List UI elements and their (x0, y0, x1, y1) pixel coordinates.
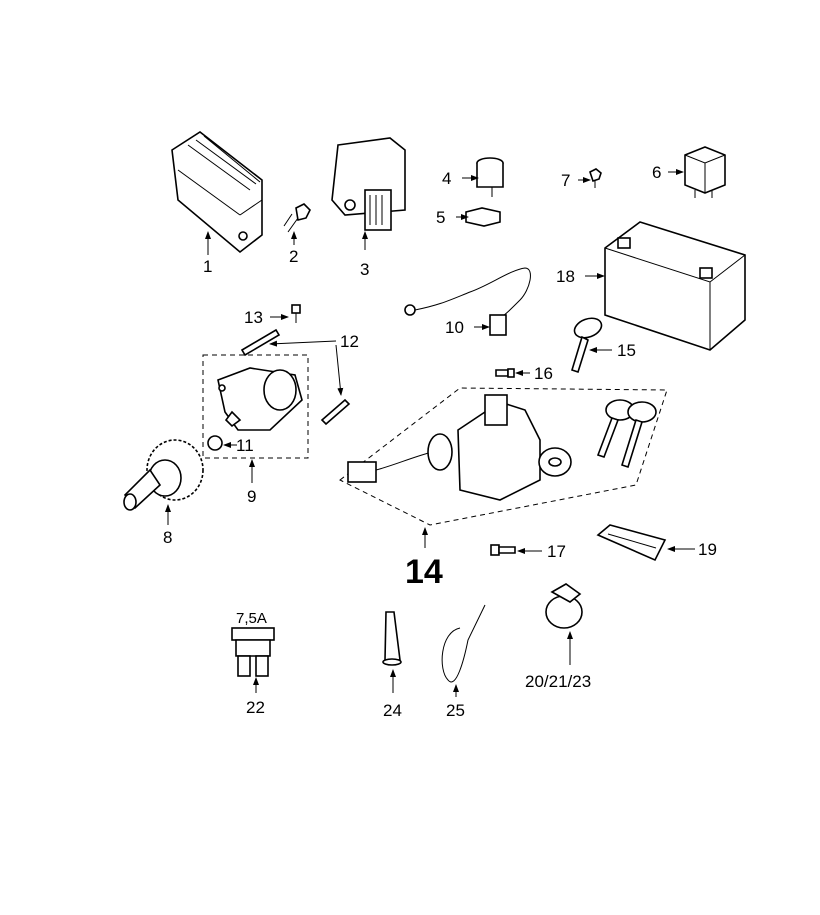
callout-7: 7 (561, 171, 570, 190)
part-16-screw[interactable] (495, 368, 515, 378)
callout-9: 9 (247, 487, 256, 506)
callout-12: 12 (340, 332, 359, 351)
callout-18: 18 (556, 267, 575, 286)
callout-13: 13 (244, 308, 263, 327)
callout-22: 22 (246, 698, 265, 717)
part-13-screw[interactable] (291, 304, 301, 323)
part-9-starter-motor[interactable] (217, 367, 303, 431)
leader-12a (269, 340, 337, 347)
part-25-cable-tie[interactable] (441, 604, 486, 683)
callout-14: 14 (405, 553, 443, 591)
callout-3: 3 (360, 260, 369, 279)
part-3-cdi-unit[interactable] (331, 137, 406, 231)
group-box-9 (202, 354, 309, 459)
part-5-clamp[interactable] (465, 207, 501, 227)
callout-8: 8 (163, 528, 172, 547)
callout-11: 11 (236, 436, 254, 455)
callout-15: 15 (617, 341, 636, 360)
callout-17: 17 (547, 542, 566, 561)
leader-12b (335, 344, 344, 396)
part-6-relay[interactable] (684, 146, 726, 198)
part-10-cable[interactable] (404, 267, 531, 336)
part-19-cover[interactable] (596, 524, 667, 562)
callout-4: 4 (442, 169, 451, 188)
part-2-screw[interactable] (283, 203, 311, 233)
part-22-fuse[interactable] (231, 627, 275, 677)
callout-16: 16 (534, 364, 553, 383)
part-1-regulator[interactable] (171, 131, 263, 254)
part-24-sleeve[interactable] (382, 611, 402, 666)
callout-6: 6 (652, 163, 661, 182)
callout-2: 2 (289, 247, 298, 266)
callout-10: 10 (445, 318, 464, 337)
callout-5: 5 (436, 208, 445, 227)
callout-24: 24 (383, 701, 402, 720)
callout-20-21-23: 20/21/23 (525, 672, 591, 691)
part-4-socket[interactable] (476, 157, 504, 197)
part-12-bolts[interactable] (240, 328, 351, 426)
part-15-key[interactable] (571, 315, 604, 374)
part-11-o-ring[interactable] (207, 435, 223, 451)
part-14-ignition-switch[interactable] (347, 394, 657, 501)
fuse-rating-label: 7,5A (236, 610, 267, 627)
part-7-screw[interactable] (589, 168, 602, 188)
callout-19: 19 (698, 540, 717, 559)
callout-1: 1 (203, 257, 212, 276)
group-outline-14 (339, 387, 668, 526)
part-8-starter-clutch[interactable] (123, 439, 204, 511)
part-18-battery[interactable] (604, 221, 746, 351)
callout-25: 25 (446, 701, 465, 720)
part-17-bolt[interactable] (490, 544, 516, 556)
part-20-21-23-hose-clamp[interactable] (545, 583, 583, 629)
